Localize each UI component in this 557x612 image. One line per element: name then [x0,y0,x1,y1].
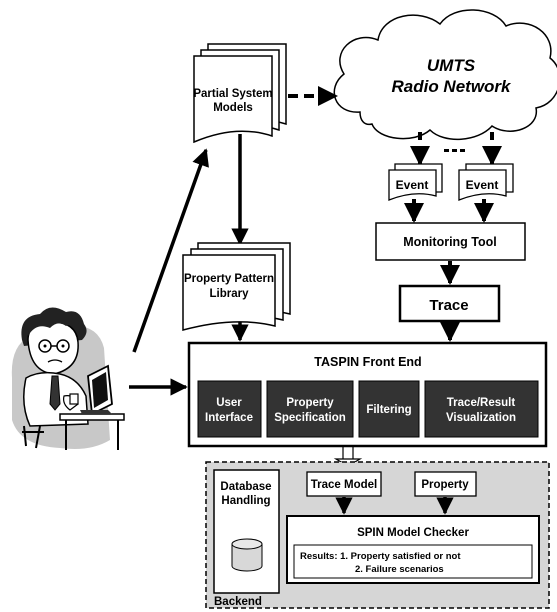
property-spec-label-1: Property [286,397,334,409]
visualization-label-1: Trace/Result [447,397,516,409]
partial-system-models-label-1: Partial System [193,88,272,100]
umts-label-2: Radio Network [391,77,512,96]
spin-title: SPIN Model Checker [357,527,469,539]
umts-radio-network-cloud: UMTS Radio Network [333,9,557,141]
property-pattern-library-node: Property Pattern Library [182,242,291,331]
results-line-2: 2. Failure scenarios [355,564,444,575]
event-right-label: Event [466,178,499,192]
property-library-label-1: Property Pattern [184,273,274,285]
umts-label-1: UMTS [427,56,476,75]
property-label: Property [421,479,469,491]
taspin-front-end-node: TASPIN Front End User Interface Property… [187,341,548,448]
trace-label: Trace [429,297,468,314]
backend-label: Backend [214,596,262,608]
user-interface-label-1: User [216,397,242,409]
arrow-user-to-models [132,148,209,353]
user-at-computer-illustration [11,307,125,450]
db-handling-label-1: Database [220,481,271,493]
event-left-label: Event [396,178,429,192]
front-end-title: TASPIN Front End [314,355,421,369]
trace-model-component: Trace Model [306,471,382,497]
results-line-1: Results: 1. Property satisfied or not [300,551,461,562]
ellipsis-dots [444,149,465,152]
user-interface-component: User Interface [197,380,262,438]
visualization-label-2: Visualization [446,412,516,424]
trace-node: Trace [398,284,501,323]
monitoring-tool-label: Monitoring Tool [403,235,497,249]
spin-model-checker-component: SPIN Model Checker Results: 1. Property … [286,515,540,584]
db-handling-label-2: Handling [221,495,270,507]
filtering-label: Filtering [366,404,411,416]
property-spec-label-2: Specification [274,412,346,424]
property-component: Property [414,471,477,497]
partial-system-models-label-2: Models [213,102,253,114]
backend-node: Database Handling Trace Model Property S… [205,461,550,609]
property-specification-component: Property Specification [266,380,354,438]
event-right-node: Event [458,163,514,201]
filtering-component: Filtering [358,380,420,438]
partial-system-models-node: Partial System Models [193,43,287,144]
visualization-component: Trace/Result Visualization [424,380,539,438]
monitoring-tool-node: Monitoring Tool [375,222,526,261]
user-interface-label-2: Interface [205,412,253,424]
event-left-node: Event [388,163,443,201]
property-library-label-2: Library [210,288,250,300]
database-handling-component: Database Handling [213,469,280,594]
trace-model-label: Trace Model [311,479,377,491]
database-icon [231,538,263,572]
